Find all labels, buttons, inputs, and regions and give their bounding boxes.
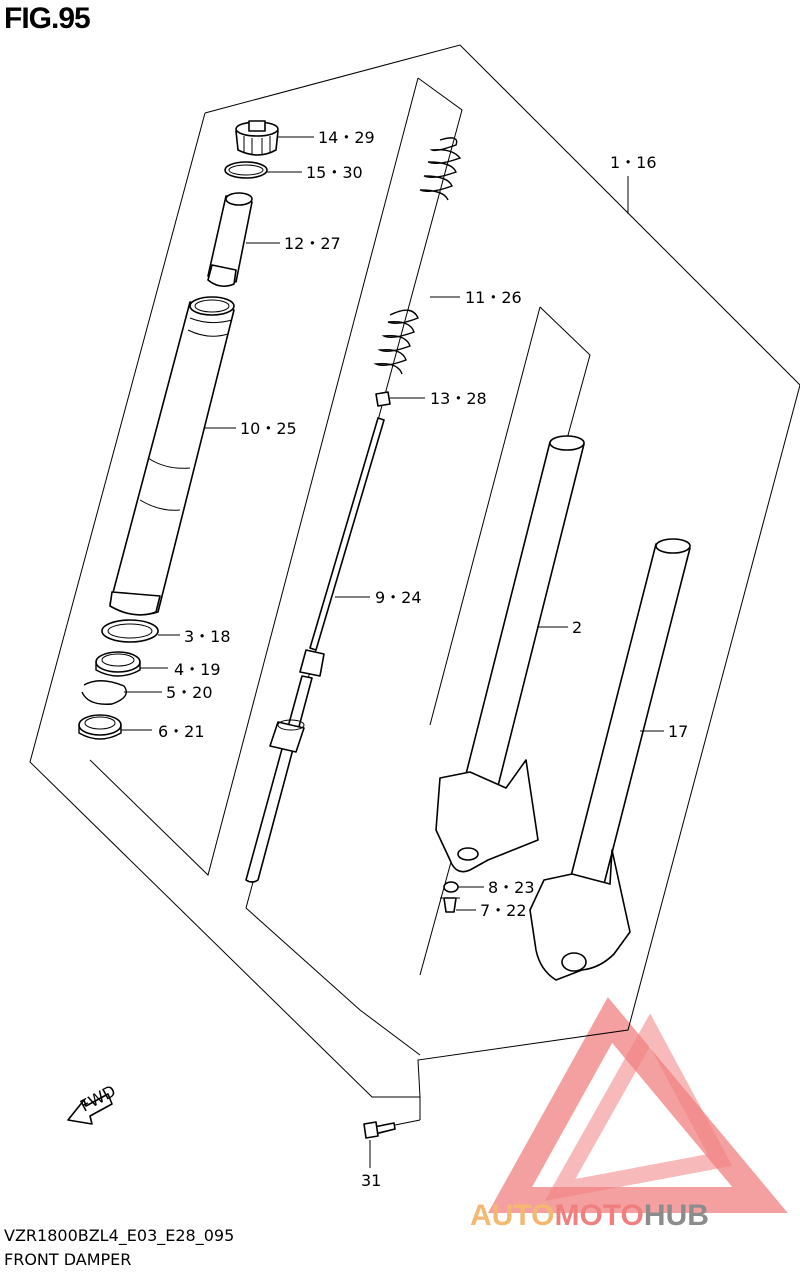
- callout-10-25: 10・25: [240, 419, 297, 438]
- model-code: VZR1800BZL4_E03_E28_095: [4, 1226, 235, 1245]
- section-name: FRONT DAMPER: [4, 1250, 132, 1269]
- part-o-ring-inner: [228, 164, 264, 176]
- callout-labels: 14・29 15・30 12・27 11・26 1・16 13・28 10・25…: [158, 128, 688, 1190]
- part-stopper-ring: [81, 680, 127, 705]
- part-inner-tube-right: [529, 538, 691, 981]
- callout-5-20: 5・20: [166, 683, 213, 702]
- callout-14-29: 14・29: [318, 128, 375, 147]
- figure-title: FIG.95: [4, 2, 91, 35]
- part-damper-bolt: [363, 1121, 396, 1139]
- fwd-arrow-icon: FWD: [67, 1081, 119, 1125]
- part-cap-bolt: [235, 120, 279, 156]
- watermark-text-moto: MOTO: [554, 1199, 643, 1232]
- part-spacer: [207, 192, 253, 288]
- svg-text:AUTOMOTOHUB: AUTOMOTOHUB: [470, 1199, 709, 1232]
- callout-15-30: 15・30: [306, 163, 363, 182]
- watermark-triangle-small: [544, 1013, 733, 1202]
- callout-6-21: 6・21: [158, 722, 205, 741]
- callout-31: 31: [361, 1171, 381, 1190]
- watermark-text-auto: AUTO: [470, 1199, 554, 1232]
- callout-17: 17: [668, 722, 688, 741]
- part-oil-seal: [95, 651, 141, 677]
- callout-13-28: 13・28: [430, 389, 487, 408]
- part-o-ring: [224, 161, 268, 179]
- part-outer-tube: [109, 296, 235, 616]
- callout-2: 2: [572, 618, 582, 637]
- leader-lines: [121, 136, 664, 1168]
- callout-9-24: 9・24: [375, 588, 422, 607]
- part-damper-rod: [245, 417, 385, 883]
- part-fork-spring: [373, 137, 462, 375]
- callout-3-18: 3・18: [184, 627, 231, 646]
- automotohub-watermark-logo: AUTOMOTOHUB: [470, 997, 788, 1232]
- part-drain-bolt: [440, 897, 460, 913]
- watermark-text-hub: HUB: [644, 1199, 709, 1232]
- part-dust-seal-ring: [101, 619, 159, 643]
- part-gasket: [443, 881, 459, 893]
- callout-7-22: 7・22: [480, 901, 527, 920]
- part-inner-tube-left: [435, 435, 585, 873]
- part-slide-bushing: [78, 714, 122, 740]
- callout-8-23: 8・23: [488, 878, 535, 897]
- callout-11-26: 11・26: [465, 288, 522, 307]
- callout-4-19: 4・19: [174, 660, 221, 679]
- callout-1-16: 1・16: [610, 153, 657, 172]
- callout-12-27: 12・27: [284, 234, 341, 253]
- part-lock-nut: [375, 391, 391, 407]
